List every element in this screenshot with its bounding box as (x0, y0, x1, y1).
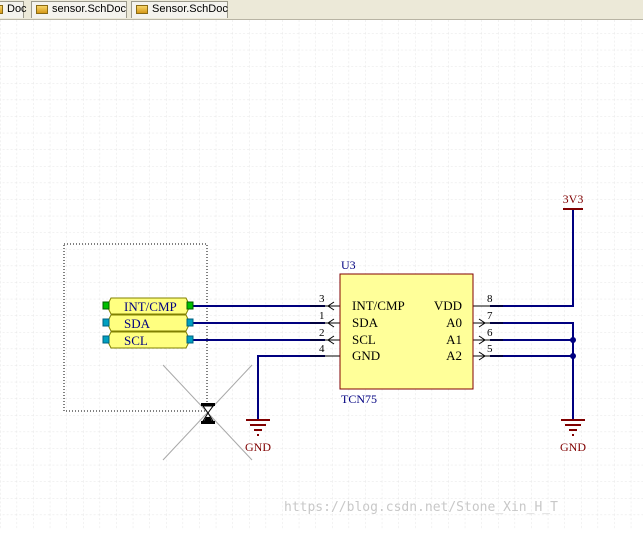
port-label: SCL (124, 333, 148, 348)
pin-number-5: 5 (487, 343, 493, 355)
gnd-symbol-right[interactable]: GND (560, 419, 586, 454)
schdoc-file-icon (36, 5, 48, 14)
watermark-text: https://blog.csdn.net/Stone_Xin_H_T (284, 500, 558, 515)
gnd-label: GND (560, 440, 586, 454)
tab-label: Sensor.SchDoc (152, 3, 228, 15)
pin-number-2: 2 (319, 327, 325, 339)
tab-label: sensor.SchDoc (52, 3, 126, 15)
pin-name-a0: A0 (446, 315, 462, 330)
port-sda[interactable]: SDA (102, 314, 194, 332)
designator-label: U3 (341, 258, 356, 272)
pin-name-gnd: GND (352, 348, 380, 363)
wire-gnd-left (257, 355, 325, 419)
pin-stubs (310, 305, 503, 357)
pin-number-3: 3 (319, 293, 325, 305)
schdoc-file-icon (0, 5, 3, 14)
tab-sensor-schdoc-active[interactable]: Sensor.SchDoc (131, 1, 228, 18)
pin-name-scl: SCL (352, 332, 376, 347)
pin-number-6: 6 (487, 327, 493, 339)
wires (190, 209, 574, 419)
port-label: SDA (124, 316, 151, 331)
pin-name-a2: A2 (446, 348, 462, 363)
pin-number-8: 8 (487, 293, 493, 305)
junction-dot (570, 353, 576, 359)
pin-name-vdd: VDD (434, 298, 462, 313)
gnd-label: GND (245, 440, 271, 454)
input-pin-markers (327, 301, 486, 361)
port-scl[interactable]: SCL (102, 331, 194, 349)
part-value-label: TCN75 (341, 392, 377, 406)
power-port-3v3[interactable]: 3V3 (563, 192, 584, 210)
sheet-grid (0, 20, 643, 529)
selection-box (63, 243, 208, 412)
gnd-symbol-left[interactable]: GND (245, 419, 271, 454)
component-body-u3[interactable] (339, 273, 474, 390)
pin-number-1: 1 (319, 310, 325, 322)
pin-name-a1: A1 (446, 332, 462, 347)
document-tab-bar: Doc sensor.SchDoc Sensor.SchDoc (0, 0, 643, 20)
tab-sensor-schdoc[interactable]: sensor.SchDoc (31, 1, 127, 18)
schdoc-file-icon (136, 5, 148, 14)
power-net-label: 3V3 (563, 192, 584, 206)
port-label: INT/CMP (124, 299, 177, 314)
pin-name-sda: SDA (352, 315, 379, 330)
junction-dot (570, 337, 576, 343)
pin-number-7: 7 (487, 310, 493, 322)
schematic-canvas[interactable]: U3 TCN75 INT/CMP SDA SCL GND 3 1 2 4 VDD… (0, 20, 643, 529)
pin-number-4: 4 (319, 343, 325, 355)
port-int-cmp[interactable]: INT/CMP (102, 297, 194, 315)
wire-address-gnd (490, 322, 574, 419)
pin-name-int-cmp: INT/CMP (352, 298, 405, 313)
tab-label: Doc (7, 3, 27, 15)
schematic-sheet[interactable]: U3 TCN75 INT/CMP SDA SCL GND 3 1 2 4 VDD… (0, 20, 643, 529)
wire-vdd (490, 209, 574, 307)
tab-doc[interactable]: Doc (0, 1, 27, 18)
hourglass-cursor-icon (201, 403, 215, 424)
